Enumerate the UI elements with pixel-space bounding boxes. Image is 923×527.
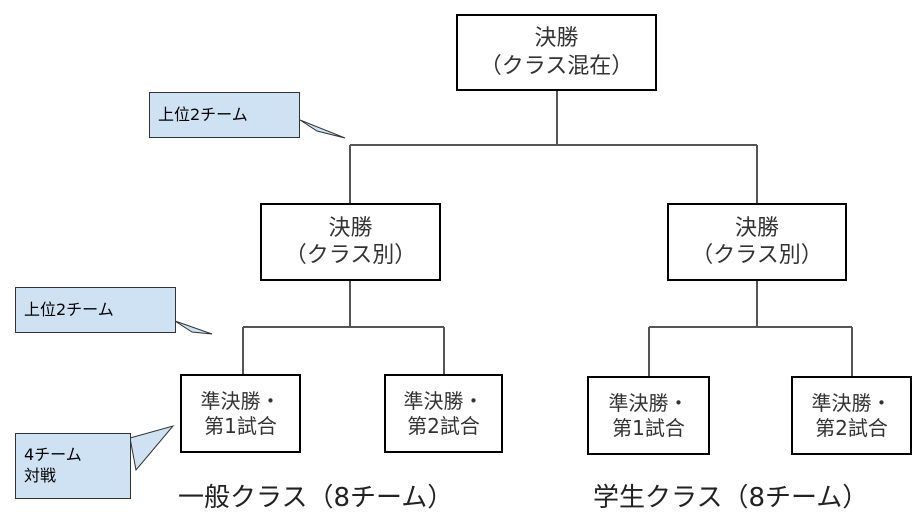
semifinal-box-student-2: 準決勝・ 第2試合 <box>791 376 912 455</box>
semifinal-box-general-1: 準決勝・ 第1試合 <box>180 374 301 453</box>
callout-top-advance: 上位2チーム <box>149 92 300 138</box>
semifinal-title: 準決勝・ <box>403 388 484 413</box>
callout-bottom-matchup: 4チーム 対戦 <box>15 433 131 499</box>
callout-middle-advance: 上位2チーム <box>15 287 176 333</box>
semifinal-match: 第1試合 <box>204 413 277 438</box>
callout-text-line1: 4チーム <box>24 445 82 465</box>
class-label-student: 学生クラス（8チーム） <box>593 483 869 513</box>
semifinal-title: 準決勝・ <box>811 390 892 415</box>
final-subtitle: （クラス混在） <box>479 53 634 79</box>
semifinal-match: 第1試合 <box>612 415 685 440</box>
class-final-subtitle: （クラス別） <box>691 243 823 268</box>
semifinal-box-student-1: 準決勝・ 第1試合 <box>587 376 710 455</box>
callout-text: 上位2チーム <box>158 104 248 124</box>
callout-middle-pointer <box>174 320 213 335</box>
semifinal-title: 準決勝・ <box>608 390 689 415</box>
callout-bottom-pointer <box>129 425 175 472</box>
class-final-title: 決勝 <box>328 215 373 241</box>
class-final-title: 決勝 <box>734 215 779 241</box>
final-title: 決勝 <box>534 26 579 51</box>
callout-top-pointer <box>299 119 346 139</box>
class-final-box-left: 決勝 （クラス別） <box>260 203 441 281</box>
class-final-box-right: 決勝 （クラス別） <box>667 203 847 281</box>
callout-text-line2: 対戦 <box>24 466 57 485</box>
semifinal-title: 準決勝・ <box>200 388 281 413</box>
final-box: 決勝 （クラス混在） <box>456 14 657 91</box>
class-label-general: 一般クラス（8チーム） <box>178 483 454 513</box>
callout-text: 上位2チーム <box>24 299 114 319</box>
semifinal-box-general-2: 準決勝・ 第2試合 <box>384 374 503 453</box>
class-final-subtitle: （クラス別） <box>284 243 417 268</box>
semifinal-match: 第2試合 <box>407 413 480 438</box>
semifinal-match: 第2試合 <box>815 415 888 440</box>
